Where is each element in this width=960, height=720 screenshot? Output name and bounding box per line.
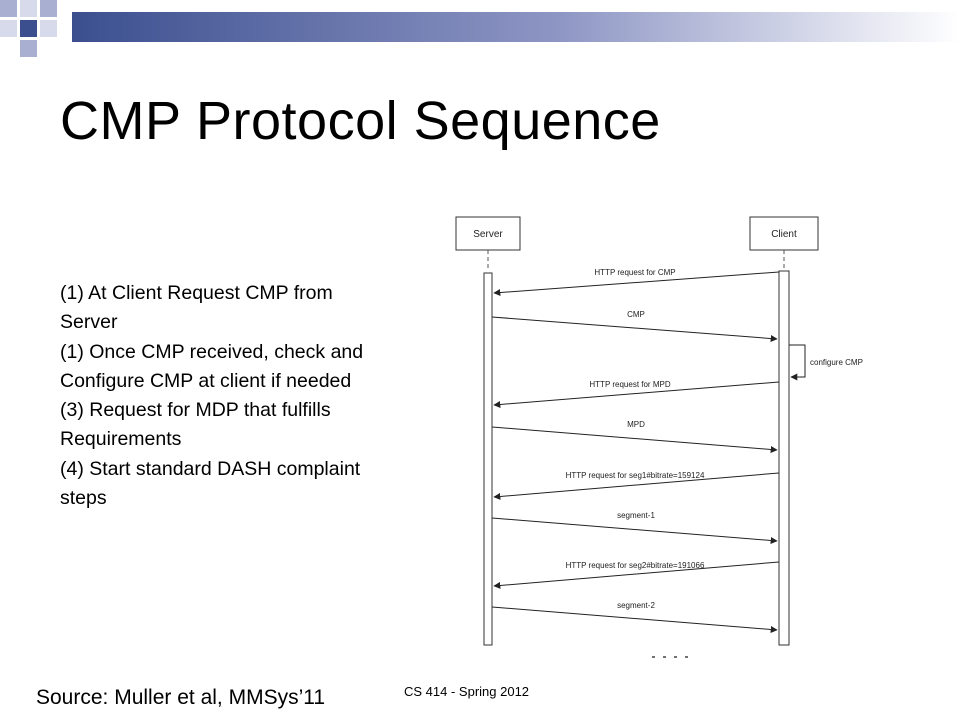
self-message-label: configure CMP (810, 358, 863, 367)
message-arrow (491, 606, 778, 633)
header-decoration (0, 0, 960, 57)
message-label: segment-2 (617, 601, 655, 610)
step-line: Requirements (60, 428, 182, 451)
message-arrow (493, 472, 780, 500)
client-actor-box (749, 216, 819, 251)
message-arrow (491, 316, 778, 343)
header-gradient-band (72, 12, 960, 42)
deco-square (20, 0, 37, 17)
deco-square (0, 0, 17, 17)
self-message-arrow (789, 344, 806, 381)
message: HTTP request for seg2#bitrate=191066 (493, 561, 780, 589)
message-label: MPD (627, 420, 645, 429)
step-line: Server (60, 311, 118, 334)
step-line: (1) Once CMP received, check and (60, 340, 364, 363)
message-arrow (491, 517, 778, 544)
deco-square (20, 40, 37, 57)
server-actor-label: Server (473, 229, 503, 240)
deco-square (40, 0, 57, 17)
message-label: HTTP request for CMP (594, 268, 675, 277)
sequence-diagram: Server Client configure CMP HTTP request… (455, 216, 863, 658)
step-line: Configure CMP at client if needed (60, 369, 352, 392)
message: segment-1 (491, 511, 778, 544)
message: HTTP request for MPD (493, 380, 780, 408)
slide-footer: CS 414 - Spring 2012 (404, 684, 530, 699)
message: HTTP request for CMP (493, 268, 780, 297)
step-list: (1) At Client Request CMP from Server (1… (60, 279, 440, 513)
message-arrow (493, 271, 780, 297)
server-actor-box (455, 216, 521, 251)
message-arrow (493, 381, 780, 408)
step-line: (4) Start standard DASH complaint (60, 457, 361, 480)
message-label: segment-1 (617, 511, 655, 520)
server-activation-bar (483, 272, 493, 646)
client-activation-bar (778, 270, 790, 646)
message: segment-2 (491, 601, 778, 633)
message-label: HTTP request for MPD (589, 380, 670, 389)
client-actor-label: Client (771, 229, 797, 240)
message-label: CMP (627, 310, 645, 319)
deco-square (20, 20, 37, 37)
deco-square (0, 20, 17, 37)
message-label: HTTP request for seg1#bitrate=159124 (566, 471, 705, 480)
message: MPD (491, 420, 778, 453)
message: CMP (491, 310, 778, 343)
slide-title: CMP Protocol Sequence (60, 91, 661, 151)
step-line: steps (60, 487, 107, 510)
deco-square (40, 20, 57, 37)
step-line: (3) Request for MDP that fulfills (60, 399, 331, 422)
message-arrow (491, 426, 778, 453)
message-label: HTTP request for seg2#bitrate=191066 (566, 561, 705, 570)
message: HTTP request for seg1#bitrate=159124 (493, 471, 780, 500)
message-arrow (493, 561, 780, 589)
source-citation: Source: Muller et al, MMSys’11 (36, 686, 326, 709)
step-line: (1) At Client Request CMP from (60, 282, 333, 304)
